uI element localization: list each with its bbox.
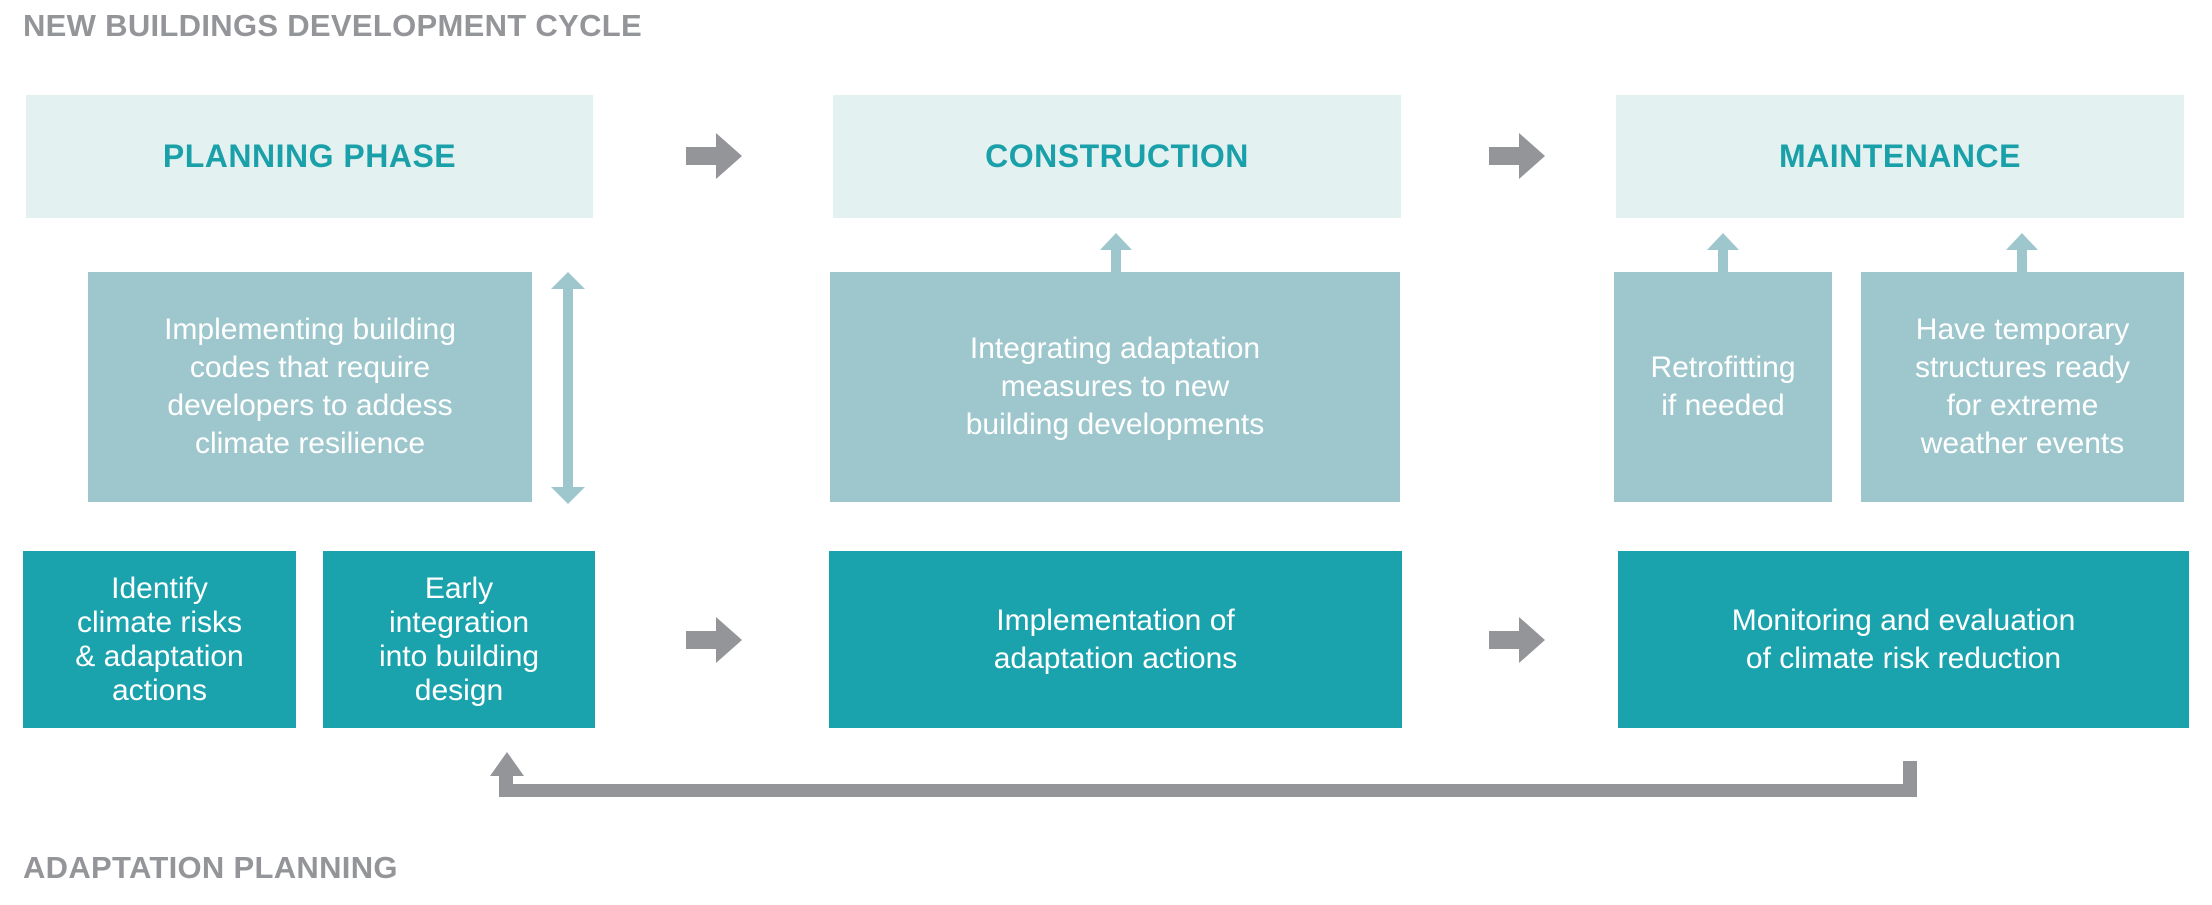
- step-early-integration: Early integration into building design: [323, 551, 595, 728]
- arrow-right-icon: [1489, 617, 1545, 663]
- arrow-right-icon: [686, 617, 742, 663]
- phase-maintenance-label: MAINTENANCE: [1779, 138, 2021, 174]
- step-implementation: Implementation of adaptation actions: [829, 551, 1402, 728]
- step-early-integration-text: Early integration into building design: [378, 571, 540, 707]
- phase-planning: PLANNING PHASE: [26, 95, 593, 218]
- arrow-up-icon: [1100, 233, 1132, 273]
- step-identify-risks: Identify climate risks & adaptation acti…: [23, 551, 296, 728]
- measure-retrofitting: Retrofitting if needed: [1614, 272, 1832, 502]
- step-monitoring: Monitoring and evaluation of climate ris…: [1618, 551, 2189, 728]
- phase-maintenance: MAINTENANCE: [1616, 95, 2184, 218]
- phase-construction: CONSTRUCTION: [833, 95, 1401, 218]
- measure-integrating-text: Integrating adaptation measures to new b…: [965, 332, 1265, 441]
- measure-retrofitting-text: Retrofitting if needed: [1650, 351, 1796, 422]
- phase-planning-label: PLANNING PHASE: [162, 138, 457, 174]
- measure-building-codes-text: Implementing building codes that require…: [164, 313, 456, 460]
- measure-temporary-structures: Have temporary structures ready for extr…: [1861, 272, 2184, 502]
- feedback-loop-arrow-icon: [490, 752, 1917, 797]
- measure-building-codes: Implementing building codes that require…: [88, 272, 532, 502]
- phase-construction-label: CONSTRUCTION: [985, 138, 1249, 174]
- double-arrow-vertical-icon: [551, 272, 585, 504]
- step-monitoring-text: Monitoring and evaluation of climate ris…: [1731, 603, 2076, 675]
- measure-temporary-structures-text: Have temporary structures ready for extr…: [1914, 313, 2131, 460]
- adaptation-planning-title: ADAPTATION PLANNING: [23, 850, 398, 885]
- arrow-up-icon: [1707, 233, 1739, 273]
- arrow-up-icon: [2006, 233, 2038, 273]
- cycle-title: NEW BUILDINGS DEVELOPMENT CYCLE: [23, 8, 642, 43]
- measure-integrating: Integrating adaptation measures to new b…: [830, 272, 1400, 502]
- step-identify-risks-text: Identify climate risks & adaptation acti…: [75, 571, 244, 707]
- arrow-right-icon: [686, 133, 742, 179]
- arrow-right-icon: [1489, 133, 1545, 179]
- step-implementation-text: Implementation of adaptation actions: [993, 603, 1238, 675]
